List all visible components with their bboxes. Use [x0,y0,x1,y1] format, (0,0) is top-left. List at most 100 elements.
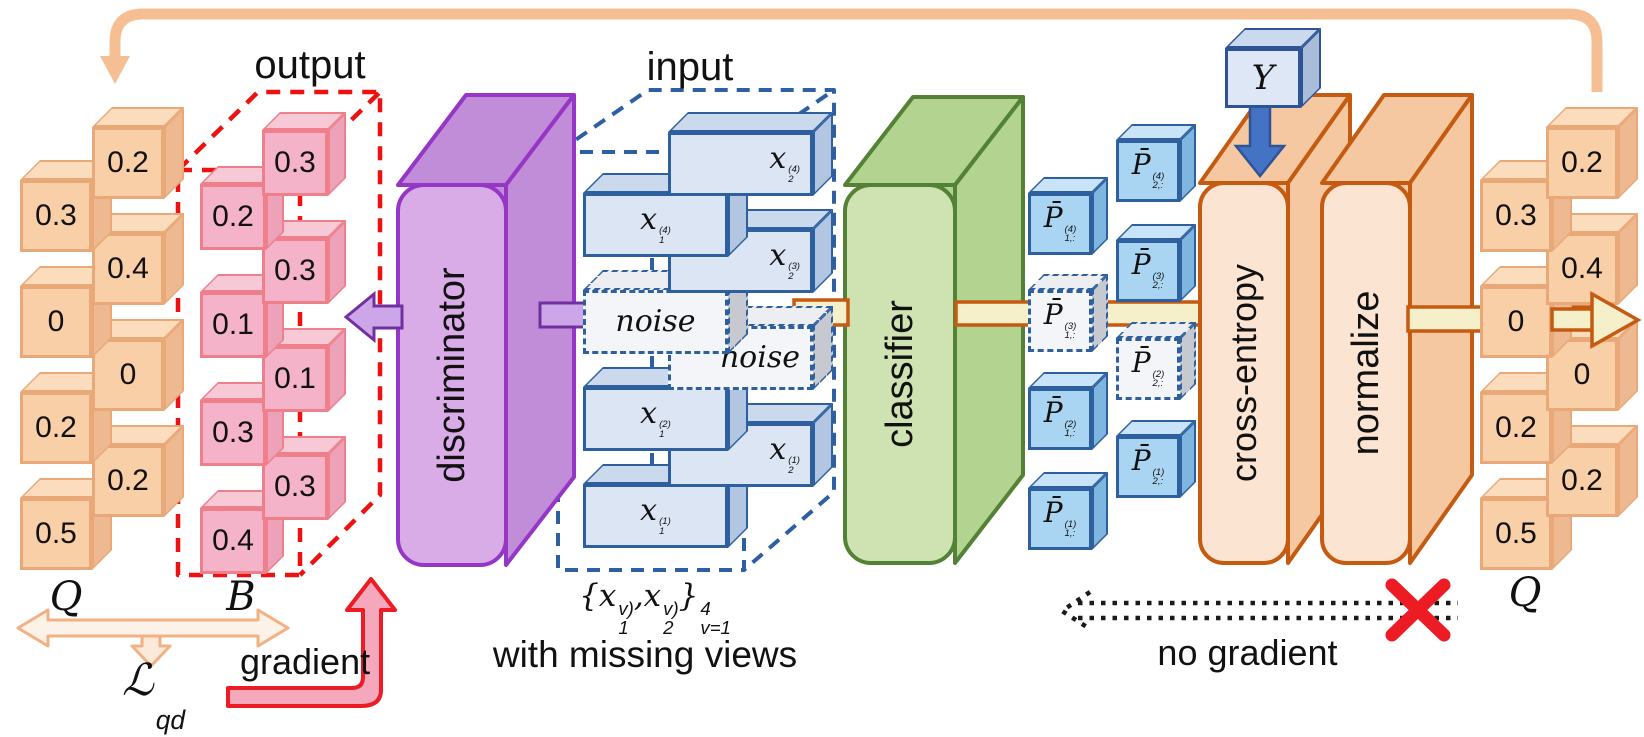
no-gradient-caption: no gradient [1157,632,1338,673]
q-right-cube: 0.3 [1480,160,1576,256]
cube-value: 0.4 [212,524,254,557]
math-sub: 1,: [1064,428,1076,440]
cube-front-face: P̄(3)2,: [1116,240,1180,302]
prediction-cube: P̄(4)2,: [1116,124,1200,206]
cube-value: 0 [47,305,65,338]
q-left-label: Q [49,574,83,620]
cube-front-face: 0.2 [92,127,164,199]
q-right-cube: 0.2 [1546,107,1642,203]
math-sup: (4) [1064,223,1077,235]
discriminator-block [396,93,576,567]
cube-front-face: noise [583,290,728,354]
cube-front-face: 0.2 [1546,445,1618,517]
cube-value: 0.2 [107,464,149,497]
cube-value: 0.3 [212,416,254,449]
gradient-arrow-icon [226,577,397,708]
prediction-cube: P̄(3)1,: [1028,274,1112,356]
cube-front-face: x(4)2 [668,132,813,196]
cube-front-face: x(2)1 [583,387,728,451]
math-sup: (4) [788,164,800,176]
math-sub: 2,: [1152,180,1164,192]
cube-value: 0.2 [107,146,149,179]
b-cube: 0.3 [262,112,350,200]
math-sub: 1 [659,234,665,246]
math-sup: (2) [1152,368,1165,380]
gradient-caption: gradient [240,641,371,682]
math-sup: (4) [1152,170,1165,182]
y-cube: Y [1225,28,1325,112]
input-caption: input [646,45,734,89]
cube-front-face: P̄(1)2,: [1116,436,1180,498]
cube-front-face: 0.3 [262,238,328,304]
math-sub: 1,: [1064,528,1076,540]
cube-front-face: 0.3 [200,400,266,466]
math-sub: qd [155,705,186,736]
feedback-arrow-icon [100,8,1603,92]
q-left-cube: 0.4 [92,213,188,309]
cube-front-face: 0 [20,286,92,358]
cube-front-face: 0 [92,339,164,411]
math-base: x [640,395,658,431]
cube-value: 0.3 [274,146,316,179]
b-cube: 0.3 [200,382,288,470]
math-base: P̄ [1131,444,1151,477]
math-sub: 2 [788,270,794,282]
math-base: P̄ [1131,346,1151,379]
prediction-cube: P̄(3)2,: [1116,224,1200,306]
cube-value: 0.2 [1561,464,1603,497]
q-right-cube: 0.2 [1480,372,1576,468]
math-sup: v) [618,598,634,620]
q-right-label: Q [1508,570,1542,616]
input-view-box: x(4)1 [583,173,752,261]
cube-front-face: 0.3 [262,454,328,520]
math-sub: 1,: [1064,330,1076,342]
math-sub: 1,: [1064,233,1076,245]
math-base: x [769,431,787,467]
cube-value: 0.2 [35,411,77,444]
q-left-cube: 0.2 [92,425,188,521]
math-sub: 2,: [1152,476,1164,488]
final-output-arrow-icon [1550,291,1642,349]
cube-value: 0.5 [35,517,77,550]
cube-front-face: 0.2 [1546,127,1618,199]
math-base: P̄ [1043,496,1063,529]
math-token: { [579,578,599,614]
math-sub: 2 [788,173,794,185]
math-token: x [643,578,662,614]
math-token: , [633,578,644,614]
cube-value: 0 [1573,358,1591,391]
cube-front-face: 0.2 [92,445,164,517]
math-sub: 2 [788,464,794,476]
math-base: x [640,492,658,528]
q-left-cube: 0 [92,319,188,415]
cube-value: 0.3 [1495,199,1537,232]
b-cube: 0.3 [262,220,350,308]
math-token: x [598,578,617,614]
cube-value: 0.1 [274,362,316,395]
q-left-cube: 0.5 [20,478,116,574]
math-sub: 1 [659,428,665,440]
math-sub: 2,: [1152,280,1164,292]
cube-front-face: P̄(1)1,: [1028,488,1092,550]
cube-front-face: P̄(4)1,: [1028,193,1092,255]
discriminator-output-arrow-icon [343,290,404,344]
math-sup: (2) [659,419,671,431]
cube-value: 0.3 [35,199,77,232]
cube-front-face: P̄(4)2,: [1116,140,1180,202]
cube-front-face: 0 [1480,286,1552,358]
math-sup: (2) [1064,418,1077,430]
math-token: } [678,578,699,614]
cube-front-face: Y [1225,48,1301,108]
b-cube: 0.4 [200,490,288,578]
math-sup: (4) [659,225,671,237]
q-left-cube: 0.3 [20,160,116,256]
y-label-arrow-icon [1233,104,1287,179]
classifier-block [843,95,1025,565]
cube-front-face: 0.3 [262,130,328,196]
blocked-cross-icon [1385,578,1451,642]
b-label: B [226,574,256,620]
cube-front-face: 0.4 [92,233,164,305]
